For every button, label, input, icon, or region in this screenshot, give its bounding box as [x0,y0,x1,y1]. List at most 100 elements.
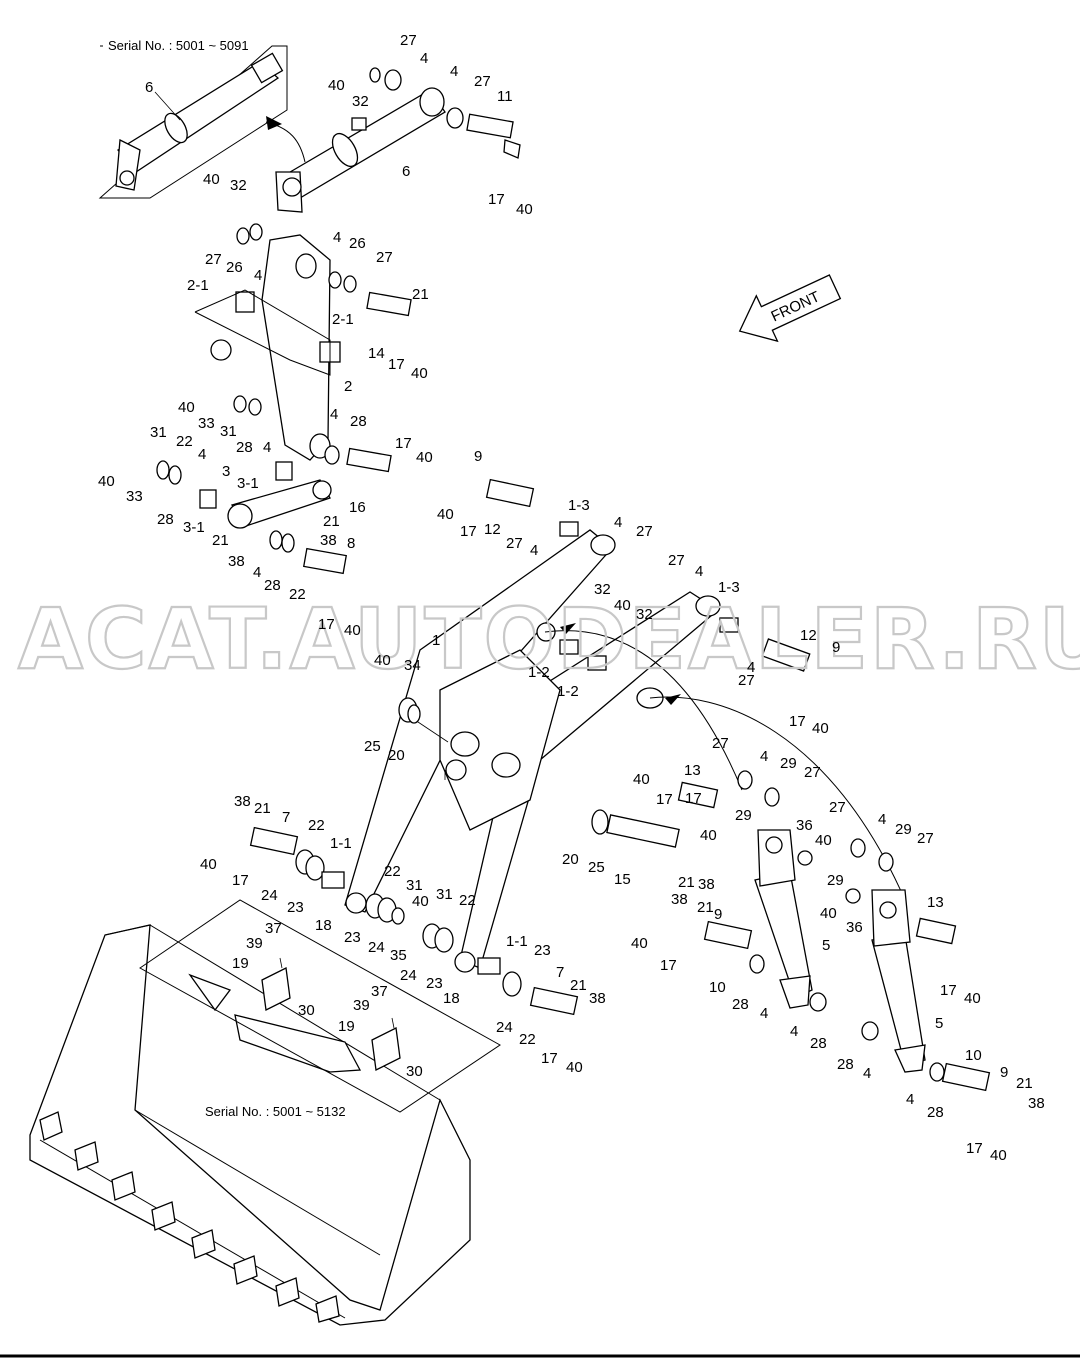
callout-number: 21 [323,513,340,530]
callout-number: 31 [220,423,237,440]
callout-number: 10 [965,1047,982,1064]
callout-number: 16 [349,499,366,516]
callout-number: 18 [443,990,460,1007]
callout-number: 40 [328,77,345,94]
callout-number: 36 [796,817,813,834]
callout-number: 28 [837,1056,854,1073]
callout-number: 4 [614,514,622,531]
callout-number: 32 [594,581,611,598]
callout-number: 1-2 [528,664,550,681]
callout-number: 15 [614,871,631,888]
callout-number: 9 [714,906,722,923]
callout-number: 40 [412,893,429,910]
callout-number: 40 [812,720,829,737]
callout-number: 40 [631,935,648,952]
callout-number: 1-3 [718,579,740,596]
callout-number: 7 [282,809,290,826]
tilt-cylinder [275,67,521,213]
callout-number: 40 [344,622,361,639]
callout-number: 23 [426,975,443,992]
callout-number: 4 [878,811,886,828]
callout-number: 22 [308,817,325,834]
callout-number: 17 [541,1050,558,1067]
callout-number: 28 [264,577,281,594]
callout-number: 3 [222,463,230,480]
callout-number: 26 [226,259,243,276]
callout-number: 9 [832,639,840,656]
callout-number: 21 [570,977,587,994]
callout-number: 17 [966,1140,983,1157]
callout-number: 17 [685,790,702,807]
inset-serial-label: Serial No. : 5001 ~ 5091 [108,38,249,53]
callout-number: 21 [678,874,695,891]
callout-number: 4 [420,50,428,67]
callout-number: 3-1 [183,519,205,536]
callout-number: 31 [406,877,423,894]
callout-number: 40 [964,990,981,1007]
callout-number: 26 [349,235,366,252]
callout-number: 40 [178,399,195,416]
callout-number: 27 [738,672,755,689]
callout-number: 38 [698,876,715,893]
callout-number: 21 [1016,1075,1033,1092]
callout-number: 2-1 [332,311,354,328]
callout-number: 4 [906,1091,914,1108]
callout-number: 22 [519,1031,536,1048]
callout-number: 1-1 [506,933,528,950]
callout-number: 4 [450,63,458,80]
callout-number: 17 [940,982,957,999]
callout-number: 21 [254,800,271,817]
callout-number: 4 [254,267,262,284]
callout-number: 25 [364,738,381,755]
callout-number: 40 [200,856,217,873]
callout-number: 38 [1028,1095,1045,1112]
callout-number: 4 [760,1005,768,1022]
callout-number: 4 [330,406,338,423]
callout-number: 40 [614,597,631,614]
callout-number: 1-1 [330,835,352,852]
callout-number: 25 [588,859,605,876]
callout-number: 29 [895,821,912,838]
callout-number: 1 [432,632,440,649]
callout-number: 17 [232,872,249,889]
callout-number: 23 [344,929,361,946]
callout-number: 32 [352,93,369,110]
callout-number: 22 [459,892,476,909]
callout-number: 17 [789,713,806,730]
callout-number: 13 [927,894,944,911]
callout-number: 17 [318,616,335,633]
callout-number: 27 [376,249,393,266]
callout-number: 12 [484,521,501,538]
callout-number: 34 [404,657,421,674]
callout-number: 33 [198,415,215,432]
callout-number: 32 [636,606,653,623]
callout-number: 20 [388,747,405,764]
callout-number: 4 [790,1023,798,1040]
callout-number: 28 [732,996,749,1013]
callout-number: 21 [412,286,429,303]
callout-number: 40 [990,1147,1007,1164]
callout-number: 39 [246,935,263,952]
callout-number: 40 [820,905,837,922]
bell-crank [194,223,412,473]
callout-number: 38 [671,891,688,908]
callout-number: 31 [150,424,167,441]
callout-number: 4 [760,748,768,765]
callout-number: 6 [402,163,410,180]
callout-number: 37 [371,983,388,1000]
callout-number: 28 [350,413,367,430]
callout-number: 4 [198,446,206,463]
callout-number: 28 [927,1104,944,1121]
inset-box-cylinder: Serial No. : 5001 ~ 5091 [98,38,306,199]
callout-number: 40 [374,652,391,669]
callout-number: 27 [506,535,523,552]
callout-number: 19 [232,955,249,972]
callout-number: 30 [406,1063,423,1080]
callout-number: 29 [780,755,797,772]
callout-number: 17 [388,356,405,373]
boom-arm [344,478,906,973]
callout-number: 17 [460,523,477,540]
callout-number: 17 [656,791,673,808]
